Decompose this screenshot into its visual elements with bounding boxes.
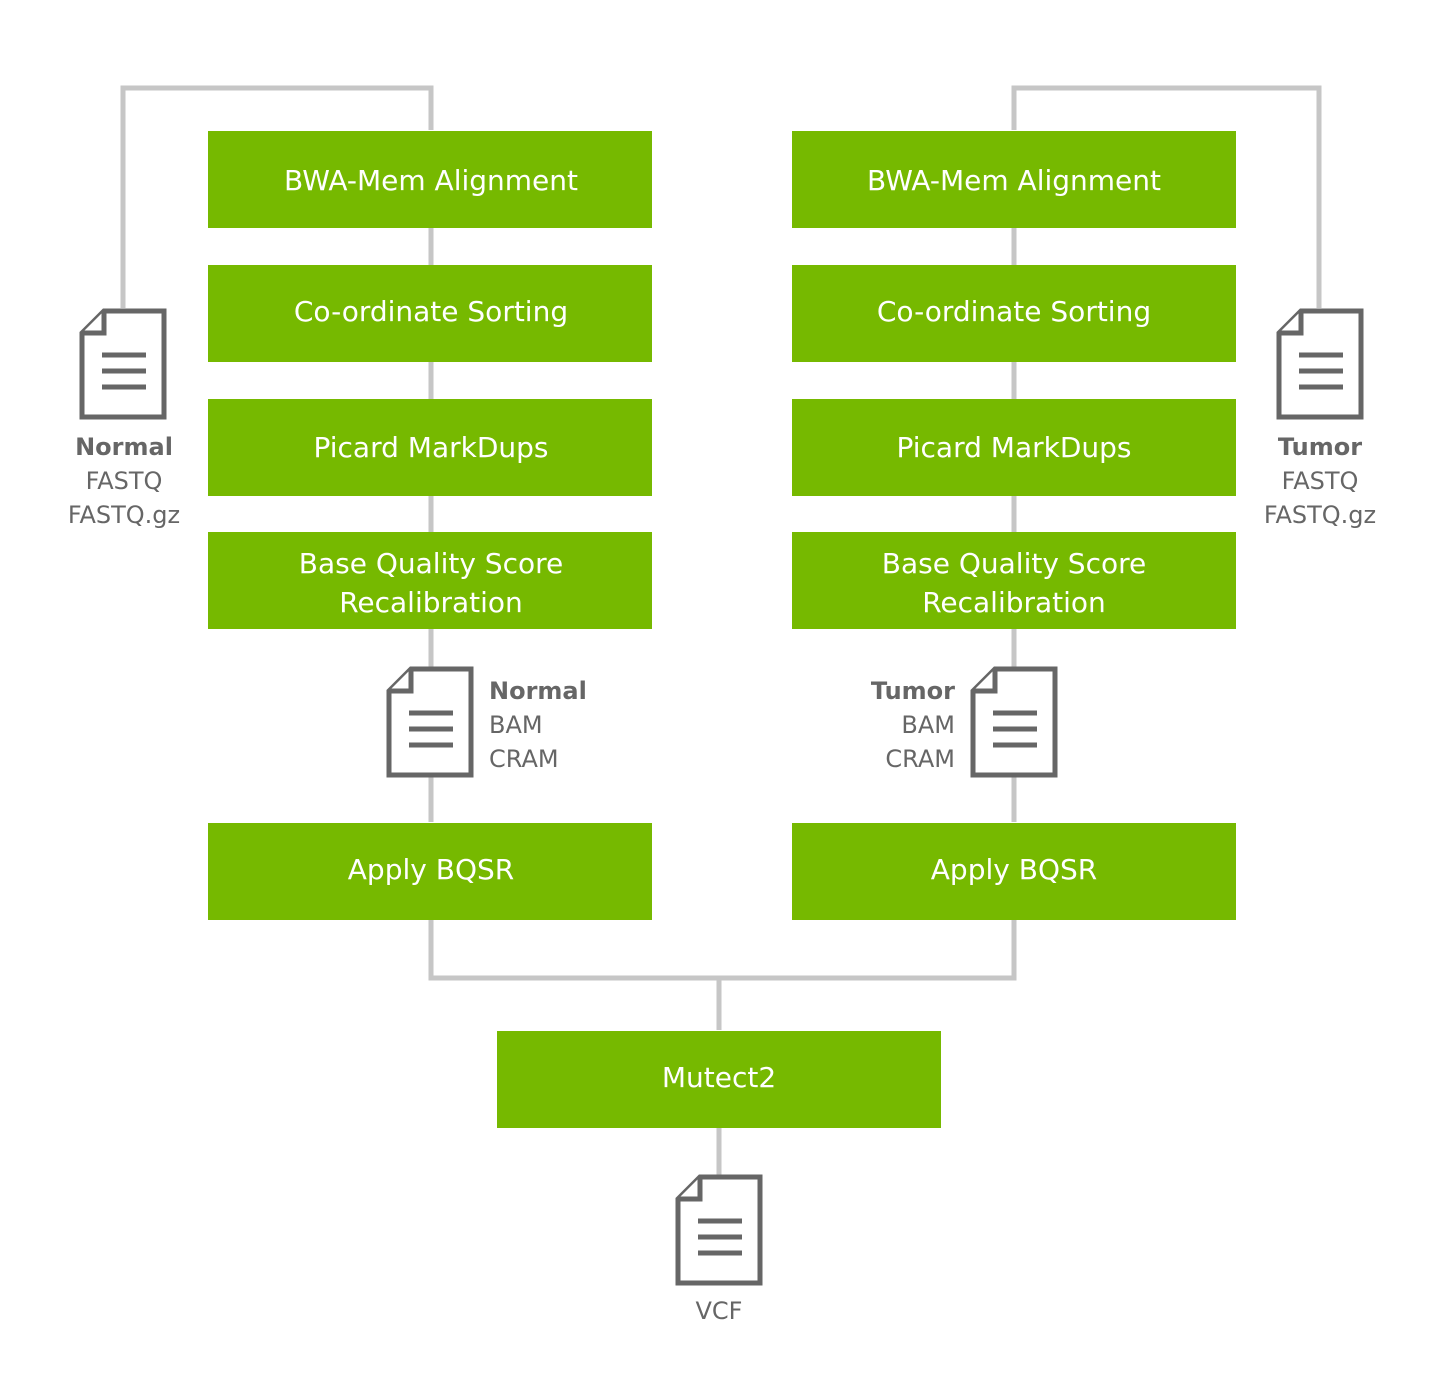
step-label: Picard MarkDups xyxy=(896,431,1131,464)
step-box xyxy=(497,1031,941,1128)
file-format: CRAM xyxy=(489,745,559,773)
file-format: FASTQ.gz xyxy=(1264,501,1376,529)
step-label-line-2: Recalibration xyxy=(339,586,523,619)
normal-step-picard-markdups: Picard MarkDups xyxy=(208,399,652,496)
normal-step-bqsr: Base Quality Score Recalibration xyxy=(208,532,652,629)
sample-name: Tumor xyxy=(1278,433,1362,461)
tumor-step-bwa-mem-alignment: BWA-Mem Alignment xyxy=(792,131,1236,228)
step-label: Co-ordinate Sorting xyxy=(294,295,568,328)
output-label: VCF xyxy=(696,1297,743,1325)
normal-step-coordinate-sorting: Co-ordinate Sorting xyxy=(208,265,652,362)
connector-normal-input xyxy=(120,85,434,308)
step-label-line-1: Base Quality Score xyxy=(882,547,1146,580)
step-label: BWA-Mem Alignment xyxy=(867,164,1161,197)
step-box xyxy=(792,399,1236,496)
connector-tumor-input xyxy=(1011,85,1322,308)
document-icon xyxy=(79,308,167,420)
step-label-line-2: Recalibration xyxy=(922,586,1106,619)
step-label: Co-ordinate Sorting xyxy=(877,295,1151,328)
step-box xyxy=(792,823,1236,920)
sample-name: Tumor xyxy=(871,677,955,705)
tumor-input-label: Tumor FASTQ FASTQ.gz xyxy=(1264,433,1376,529)
step-box xyxy=(208,823,652,920)
document-icon xyxy=(386,666,474,778)
tumor-step-bqsr: Base Quality Score Recalibration xyxy=(792,532,1236,629)
step-label: Picard MarkDups xyxy=(313,431,548,464)
step-box xyxy=(208,265,652,362)
normal-pipeline: BWA-Mem Alignment Co-ordinate Sorting Pi… xyxy=(208,131,652,920)
step-box xyxy=(792,131,1236,228)
step-box xyxy=(208,399,652,496)
step-label-line-1: Base Quality Score xyxy=(299,547,563,580)
step-label: Mutect2 xyxy=(662,1061,776,1094)
tumor-step-coordinate-sorting: Co-ordinate Sorting xyxy=(792,265,1236,362)
tumor-step-apply-bqsr: Apply BQSR xyxy=(792,823,1236,920)
normal-input-label: Normal FASTQ FASTQ.gz xyxy=(68,433,180,529)
normal-step-apply-bqsr: Apply BQSR xyxy=(208,823,652,920)
file-format: BAM xyxy=(489,711,543,739)
connector-merge xyxy=(428,920,1017,981)
mutect2-step: Mutect2 xyxy=(497,1031,941,1128)
step-box xyxy=(792,265,1236,362)
file-format: FASTQ xyxy=(86,467,163,495)
step-box xyxy=(208,131,652,228)
file-format: FASTQ xyxy=(1282,467,1359,495)
step-label: Apply BQSR xyxy=(931,853,1097,886)
file-format: FASTQ.gz xyxy=(68,501,180,529)
document-icon xyxy=(1276,308,1364,420)
file-format: CRAM xyxy=(885,745,955,773)
file-format: VCF xyxy=(696,1297,743,1325)
step-box xyxy=(792,532,1236,629)
tumor-step-picard-markdups: Picard MarkDups xyxy=(792,399,1236,496)
connectors xyxy=(120,85,1322,1176)
step-label: Apply BQSR xyxy=(348,853,514,886)
step-box xyxy=(208,532,652,629)
file-format: BAM xyxy=(901,711,955,739)
tumor-pipeline: BWA-Mem Alignment Co-ordinate Sorting Pi… xyxy=(792,131,1236,920)
sample-name: Normal xyxy=(75,433,173,461)
normal-step-bwa-mem-alignment: BWA-Mem Alignment xyxy=(208,131,652,228)
step-label: BWA-Mem Alignment xyxy=(284,164,578,197)
document-icon xyxy=(970,666,1058,778)
document-icon xyxy=(675,1174,763,1286)
tumor-intermediate-label: Tumor BAM CRAM xyxy=(871,677,955,773)
sample-name: Normal xyxy=(489,677,587,705)
normal-intermediate-label: Normal BAM CRAM xyxy=(489,677,587,773)
